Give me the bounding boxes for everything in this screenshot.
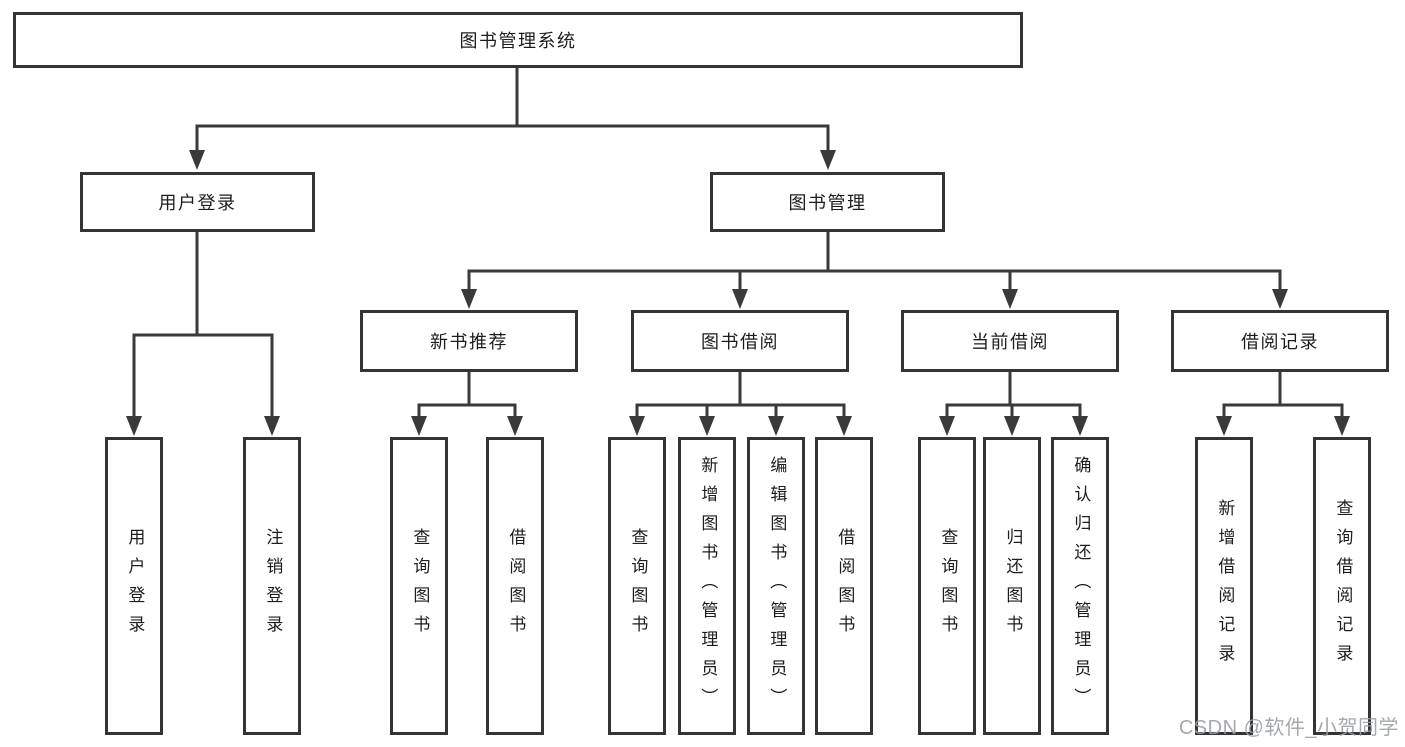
leaf-bb-edit-books-admin: 编辑图书（管理员） bbox=[747, 437, 805, 735]
node-book-borrowing-label: 图书借阅 bbox=[701, 332, 779, 352]
leaf-bb-add-books-admin: 新增图书（管理员） bbox=[678, 437, 736, 735]
node-user-login: 用户登录 bbox=[80, 172, 315, 232]
leaf-bb-query-books-label: 查询图书 bbox=[628, 528, 648, 644]
leaf-br-add-record-label: 新增借阅记录 bbox=[1215, 499, 1235, 673]
leaf-cb-query-books-label: 查询图书 bbox=[938, 528, 958, 644]
leaf-bb-edit-books-admin-label: 编辑图书（管理员） bbox=[767, 455, 787, 717]
leaf-cb-return-books-label: 归还图书 bbox=[1003, 528, 1023, 644]
leaf-cb-query-books: 查询图书 bbox=[918, 437, 976, 735]
leaf-cb-confirm-return-admin: 确认归还（管理员） bbox=[1051, 437, 1109, 735]
leaf-cb-return-books: 归还图书 bbox=[983, 437, 1041, 735]
node-current-borrowing: 当前借阅 bbox=[901, 310, 1119, 372]
node-borrowing-records-label: 借阅记录 bbox=[1241, 332, 1319, 352]
leaf-bb-borrow-books-label: 借阅图书 bbox=[835, 528, 855, 644]
node-new-book-recommendation: 新书推荐 bbox=[360, 310, 578, 372]
leaf-user-login: 用户登录 bbox=[105, 437, 163, 735]
node-library-system-label: 图书管理系统 bbox=[459, 31, 577, 51]
leaf-br-query-record: 查询借阅记录 bbox=[1313, 437, 1371, 735]
node-book-management: 图书管理 bbox=[710, 172, 945, 232]
leaf-br-query-record-label: 查询借阅记录 bbox=[1333, 499, 1353, 673]
node-library-system: 图书管理系统 bbox=[13, 12, 1023, 68]
leaf-nb-borrow-books: 借阅图书 bbox=[486, 437, 544, 735]
leaf-bb-query-books: 查询图书 bbox=[608, 437, 666, 735]
leaf-nb-borrow-books-label: 借阅图书 bbox=[506, 528, 526, 644]
node-book-borrowing: 图书借阅 bbox=[631, 310, 849, 372]
leaf-nb-query-books: 查询图书 bbox=[390, 437, 448, 735]
leaf-cb-confirm-return-admin-label: 确认归还（管理员） bbox=[1071, 455, 1091, 717]
leaf-logout-label: 注销登录 bbox=[263, 528, 283, 644]
node-book-management-label: 图书管理 bbox=[788, 193, 867, 213]
node-user-login-label: 用户登录 bbox=[158, 193, 237, 213]
leaf-bb-borrow-books: 借阅图书 bbox=[815, 437, 873, 735]
csdn-watermark: CSDN @软件_小贺同学 bbox=[1178, 717, 1399, 739]
leaf-br-add-record: 新增借阅记录 bbox=[1195, 437, 1253, 735]
node-borrowing-records: 借阅记录 bbox=[1171, 310, 1389, 372]
leaf-nb-query-books-label: 查询图书 bbox=[410, 528, 430, 644]
node-new-book-recommendation-label: 新书推荐 bbox=[430, 332, 508, 352]
leaf-user-login-label: 用户登录 bbox=[125, 528, 145, 644]
leaf-logout: 注销登录 bbox=[243, 437, 301, 735]
node-current-borrowing-label: 当前借阅 bbox=[971, 332, 1049, 352]
leaf-bb-add-books-admin-label: 新增图书（管理员） bbox=[698, 455, 718, 717]
